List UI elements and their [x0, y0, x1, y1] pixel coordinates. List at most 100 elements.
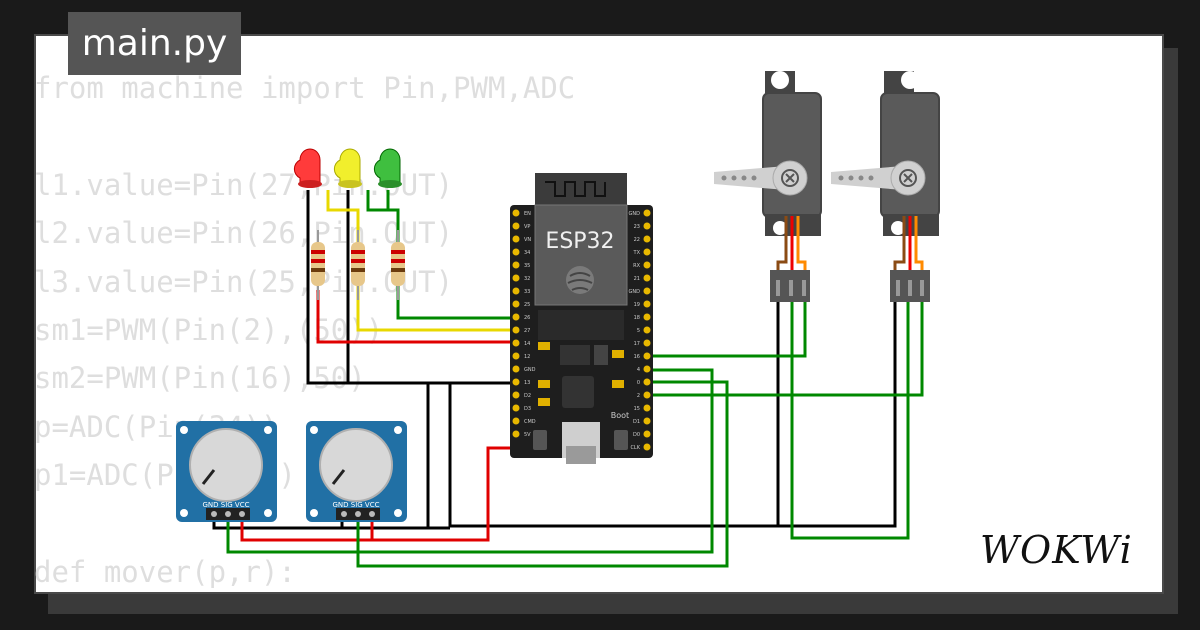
- wire-servo1-sig: [648, 300, 807, 358]
- board-pin: [643, 352, 651, 360]
- board-pin-label: D1: [633, 419, 640, 425]
- board-pin: [512, 313, 520, 321]
- board-pin: [512, 222, 520, 230]
- board-pin: [512, 430, 520, 438]
- board-pin-label: 25: [524, 302, 530, 308]
- resistor-3: [391, 230, 405, 300]
- wires: [212, 190, 924, 568]
- led-yellow: [333, 148, 362, 188]
- board-pin-label: GND: [629, 211, 641, 217]
- led-green: [373, 148, 402, 188]
- board-pin-label: 33: [524, 289, 530, 295]
- board-pin-label: 12: [524, 354, 530, 360]
- wire-servo2-sig: [648, 300, 924, 397]
- board-pin: [643, 300, 651, 308]
- wire-led2-26: [326, 190, 516, 332]
- wire-gnd-led1: [306, 190, 510, 385]
- board-pin-label: 4: [637, 367, 640, 373]
- resistor-1: [311, 230, 325, 300]
- board-pin-label: 2: [637, 393, 640, 399]
- board-pin-label: VN: [524, 237, 531, 243]
- board-pin-label: 17: [634, 341, 640, 347]
- board-pin-label: 26: [524, 315, 530, 321]
- board-pin-label: 35: [524, 263, 530, 269]
- board-pin: [512, 404, 520, 412]
- board-pin-label: TX: [633, 250, 641, 256]
- code-line: from machine import Pin,PWM,ADC: [34, 71, 576, 105]
- board-pin-label: D0: [633, 432, 640, 438]
- board-pin: [643, 209, 651, 217]
- board-pin-label: 16: [634, 354, 640, 360]
- board-pin: [512, 274, 520, 282]
- board-pin: [512, 261, 520, 269]
- pot1-pin-label: GND SIG VCC: [203, 501, 250, 509]
- board-pin-label: D3: [524, 406, 531, 412]
- boot-label: Boot: [611, 411, 629, 420]
- esp32-label: ESP32: [545, 229, 614, 254]
- board-pin: [643, 287, 651, 295]
- code-line: l3.value=Pin(25,Pin.OUT): [34, 264, 454, 299]
- wire-pot1-vcc: [240, 446, 516, 542]
- board-pin: [643, 365, 651, 373]
- code-line: sm2=PWM(Pin(16),50): [34, 361, 366, 396]
- board-pin-label: VP: [524, 224, 530, 230]
- servo-1: [714, 71, 822, 302]
- board-pin: [512, 417, 520, 425]
- board-pin: [643, 391, 651, 399]
- board-pin-label: 21: [634, 276, 640, 282]
- board-pin: [643, 274, 651, 282]
- board-pin: [643, 404, 651, 412]
- board-pin: [512, 287, 520, 295]
- board-pin-label: 27: [524, 328, 530, 334]
- board-pin-label: 32: [524, 276, 530, 282]
- board-pin-label: 5V: [524, 432, 531, 438]
- board-pin-label: EN: [524, 211, 531, 217]
- servo-2: [831, 71, 940, 302]
- board-pin: [512, 235, 520, 243]
- board-pin-label: 14: [524, 341, 530, 347]
- board-pin-label: 5: [637, 328, 640, 334]
- wire-led1-27: [316, 290, 516, 344]
- led-red: [293, 148, 322, 188]
- board-pin: [512, 248, 520, 256]
- pot2-pin-label: GND SIG VCC: [333, 501, 380, 509]
- wire-gnd-servo2: [448, 300, 897, 528]
- board-pin-label: GND: [629, 289, 641, 295]
- board-pin: [512, 352, 520, 360]
- board-pin: [643, 248, 651, 256]
- board-pin: [643, 235, 651, 243]
- board-pin: [643, 443, 651, 451]
- board-pin-label: 15: [634, 406, 640, 412]
- board-pin-label: GND: [524, 367, 536, 373]
- board-pin: [643, 417, 651, 425]
- potentiometer-2: GND SIG VCC: [306, 421, 407, 522]
- board-pin: [643, 326, 651, 334]
- resistor-2: [351, 230, 365, 300]
- wire-led3-b: [386, 190, 398, 212]
- board-pin: [643, 222, 651, 230]
- board-pin: [643, 339, 651, 347]
- board-pin-label: 34: [524, 250, 530, 256]
- board-pin: [512, 378, 520, 386]
- wokwi-logo: WOKWi: [980, 528, 1133, 572]
- board-pin: [512, 209, 520, 217]
- board-pin-label: 18: [634, 315, 640, 321]
- board-pin: [643, 261, 651, 269]
- wire-pot1-sig: [226, 368, 714, 554]
- board-pin-label: 13: [524, 380, 530, 386]
- potentiometer-1: GND SIG VCC: [176, 421, 277, 522]
- file-tab[interactable]: main.py: [68, 12, 241, 75]
- board-pin-label: CLK: [630, 445, 640, 451]
- board-pin-label: CMD: [524, 419, 536, 425]
- board-pin: [643, 378, 651, 386]
- wire-pot2-sig: [356, 380, 729, 568]
- board-pin-label: 23: [634, 224, 640, 230]
- board-pin: [512, 300, 520, 308]
- wire-servo-vcc: [790, 300, 910, 540]
- board-pin-label: 0: [637, 380, 640, 386]
- esp32-board: ESP32 Boot ENVPVN343532332526271412GND13…: [510, 173, 653, 464]
- board-pin-label: D2: [524, 393, 531, 399]
- board-pin: [643, 430, 651, 438]
- board-pin-label: 19: [634, 302, 640, 308]
